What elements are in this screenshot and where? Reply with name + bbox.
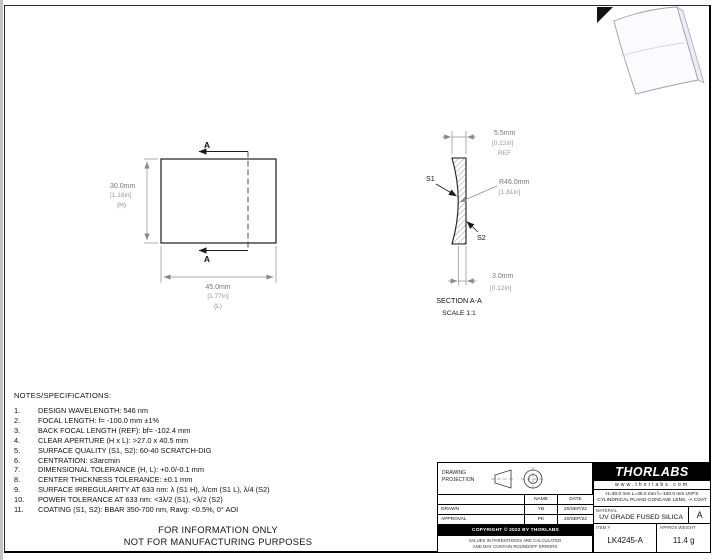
item-weight-row: ITEM # LK4245-A APPROX WEIGHT 11.4 g (594, 524, 710, 552)
copyright-bar: COPYRIGHT © 2022 BY THORLABS (438, 525, 593, 536)
length-dim-in: [1.77in] (207, 293, 229, 300)
front-view: A A 30.0mm [1.18in] (H) 45.0mm [1.77in] … (110, 140, 277, 310)
drawn-date: 20/SEP/22 (564, 507, 587, 512)
note-item: 6.CENTRATION: ≤3arcmin (14, 455, 120, 465)
section-lens-outline (451, 157, 467, 245)
radius-leader (459, 185, 498, 203)
website: www.thorlabs.com (594, 481, 710, 490)
projection-cell: DRAWING PROJECTION (438, 463, 593, 495)
third-angle-projection-symbol (491, 467, 545, 491)
center-thickness-in: [0.12in] (490, 285, 512, 292)
material-label: MATERIAL (596, 508, 618, 513)
edge-thickness-in: [0.22in] (492, 140, 514, 147)
height-axis-label: (H) (117, 202, 126, 209)
note-item: 10.POWER TOLERANCE AT 633 nm: <3λ/2 (S1)… (14, 495, 223, 505)
watermark-line2: NOT FOR MANUFACTURING PURPOSES (123, 537, 313, 547)
title-block: DRAWING PROJECTION NAME DATE DRAWN YB 20… (437, 462, 711, 553)
weight-value: 11.4 g (672, 536, 695, 545)
revision-value: A (688, 507, 710, 523)
radius-dim-in: [1.81in] (499, 189, 521, 196)
surface2-leader (466, 221, 479, 233)
material-value: UV GRADE FUSED SILICA (599, 513, 684, 521)
drawn-row: DRAWN YB 20/SEP/22 (438, 505, 593, 515)
approval-label: APPROVAL (438, 515, 525, 524)
notes-section: NOTES/SPECIFICATIONS: 1.DESIGN WAVELENGT… (14, 391, 270, 515)
approval-row: APPROVAL PK 20/SEP/22 (438, 515, 593, 525)
note-item: 8.CENTER THICKNESS TOLERANCE: ±0.1 mm (14, 475, 193, 485)
section-label-bottom: A (204, 254, 210, 264)
length-dim-mm: 45.0mm (205, 284, 230, 291)
surface2-label: S2 (477, 233, 486, 242)
radius-dim-mm: R46.0mm (499, 179, 530, 186)
approval-date: 20/SEP/22 (564, 517, 587, 522)
drawing-border (4, 5, 711, 553)
weight-label: APPROX WEIGHT (659, 525, 696, 530)
height-dim-mm: 30.0mm (110, 183, 135, 190)
title-block-right: THORLABS www.thorlabs.com H=30.0 mm L=45… (593, 463, 710, 552)
front-view-outline (160, 158, 277, 244)
lens-3d-view (597, 6, 705, 95)
surface1-leader (435, 183, 457, 197)
disclaimer: VALUES IN PARENTHESIS ARE CALCULATED AND… (438, 536, 593, 552)
item-label: ITEM # (596, 525, 610, 530)
note-item: 7.DIMENSIONAL TOLERANCE (H, L): +0.0/-0.… (14, 465, 204, 475)
section-label-top: A (204, 140, 210, 150)
material-row: MATERIAL UV GRADE FUSED SILICA A (594, 507, 710, 524)
note-item: 5.SURFACE QUALITY (S1, S2): 60-40 SCRATC… (14, 445, 212, 455)
edge-thickness-ref: REF (498, 150, 511, 157)
note-item: 11.COATING (S1, S2): BBAR 350-700 nm, Ra… (14, 505, 239, 515)
drawn-label: DRAWN (438, 505, 525, 514)
date-header: DATE (569, 497, 582, 502)
note-item: 1.DESIGN WAVELENGTH: 546 nm (14, 406, 149, 415)
page-edge (0, 0, 3, 560)
thorlabs-logo: THORLABS (594, 463, 710, 481)
name-header: NAME (525, 495, 558, 504)
section-title: SECTION A-A (436, 296, 482, 305)
length-axis-label: (L) (214, 303, 222, 310)
watermark-line1: FOR INFORMATION ONLY (158, 525, 278, 535)
section-scale: SCALE 1:1 (442, 310, 476, 317)
edge-thickness-mm: 5.5mm (494, 130, 516, 137)
note-item: 4.CLEAR APERTURE (H x L): >27.0 x 40.5 m… (14, 435, 188, 445)
projection-label: DRAWING PROJECTION (442, 470, 475, 483)
part-description: H=30.0 mm L=45.0 mm f=-100.0 mm UVFS CYL… (594, 490, 710, 507)
drawn-name: YB (525, 505, 558, 514)
section-view: 5.5mm [0.22in] REF R46.0mm [1.81in] S1 S… (426, 130, 530, 317)
center-thickness-mm: 3.0mm (492, 273, 514, 280)
approval-name: PK (525, 515, 558, 524)
note-item: 9.SURFACE IRREGULARITY AT 633 nm: λ (S1 … (14, 485, 270, 495)
height-dim-in: [1.18in] (110, 192, 132, 199)
note-item: 3.BACK FOCAL LENGTH (REF): bf= -102.4 mm (14, 425, 191, 435)
notes-title: NOTES/SPECIFICATIONS: (14, 391, 112, 400)
note-item: 2.FOCAL LENGTH: f= -100.0 mm ±1% (14, 415, 160, 425)
item-number: LK4245-A (607, 536, 644, 545)
table-header-row: NAME DATE (438, 495, 593, 505)
corner-mark (597, 7, 613, 23)
surface1-label: S1 (426, 174, 435, 183)
information-only-watermark: FOR INFORMATION ONLY NOT FOR MANUFACTURI… (87, 524, 349, 548)
